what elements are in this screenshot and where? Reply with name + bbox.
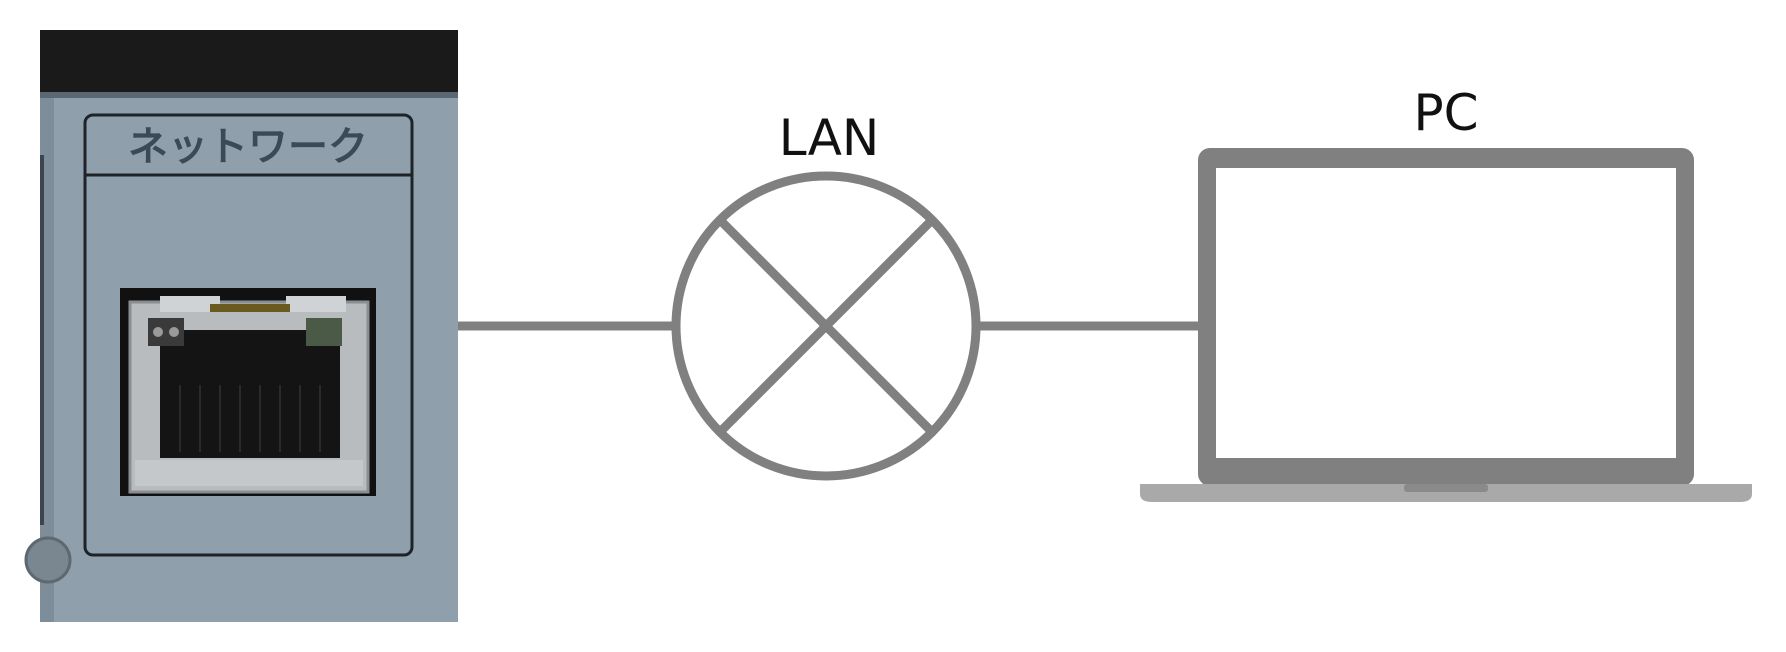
port-frame <box>83 113 414 557</box>
port-led-left-dot-b <box>169 327 179 337</box>
laptop-notch <box>1404 484 1488 492</box>
port-led-left-dot-a <box>153 327 163 337</box>
lan-cross-b <box>716 216 936 436</box>
port-pins <box>179 385 321 452</box>
device-top-edge <box>40 92 458 98</box>
laptop-base <box>1140 484 1752 502</box>
port-label: ネットワーク <box>128 124 368 170</box>
port-bottom-lip <box>135 460 363 486</box>
laptop-screen <box>1216 168 1676 458</box>
port-led-right <box>306 318 342 346</box>
lan-label: LAN <box>779 109 880 167</box>
network-device-icon: ネットワーク <box>24 30 458 622</box>
lan-symbol-icon <box>671 171 981 481</box>
port-opening <box>160 330 340 458</box>
port-top-strip <box>210 304 290 312</box>
port-latch-left <box>160 296 220 312</box>
ethernet-port-icon <box>120 288 376 496</box>
device-top-bar <box>40 30 458 94</box>
port-latch-right <box>286 296 346 312</box>
device-panel-slot <box>40 155 44 525</box>
pc-label: PC <box>1413 84 1478 142</box>
screw-icon <box>24 536 72 584</box>
laptop-icon <box>1140 148 1752 502</box>
